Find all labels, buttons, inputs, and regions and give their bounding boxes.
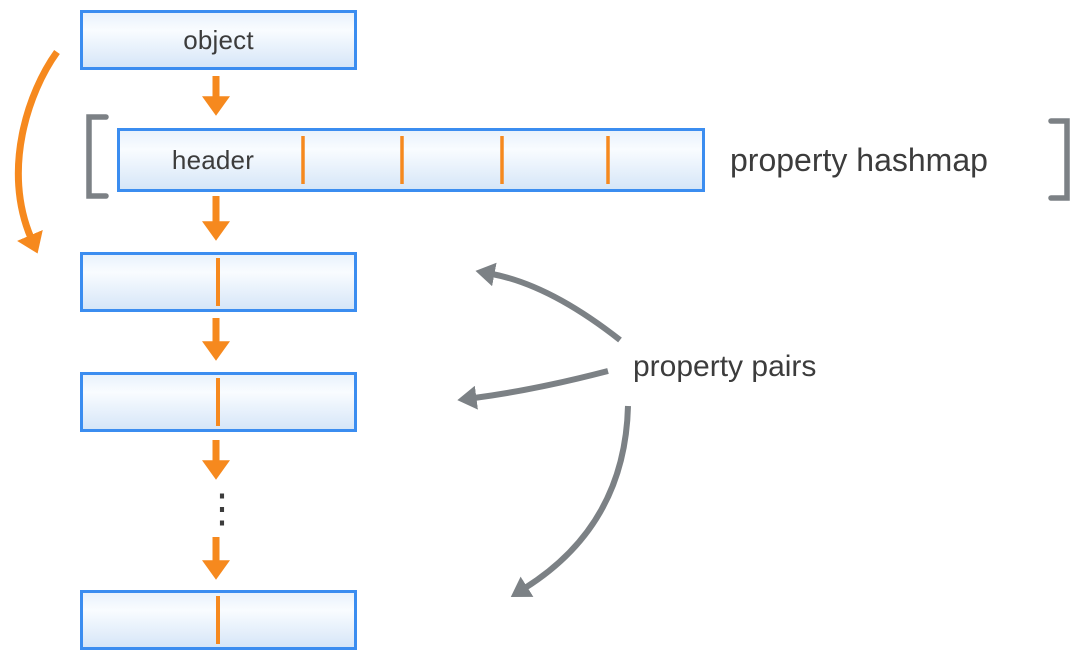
hashmap-annotation-text: property hashmap — [730, 141, 988, 178]
hashmap-left-bracket — [86, 114, 109, 199]
hashmap-right-bracket — [1048, 118, 1070, 201]
object-box-label: object — [183, 24, 254, 55]
curved-arrow-object-to-pair1-icon — [14, 49, 60, 254]
property-pairs-annotation-text: property pairs — [633, 350, 817, 383]
pointer-arrow-to-pair1-icon — [475, 262, 622, 343]
hashmap-header-label: header — [171, 144, 255, 175]
object-box: object — [80, 10, 357, 70]
pointer-arrow-to-pair2-icon — [457, 368, 609, 410]
pointer-arrow-to-pair3-icon — [510, 405, 631, 597]
